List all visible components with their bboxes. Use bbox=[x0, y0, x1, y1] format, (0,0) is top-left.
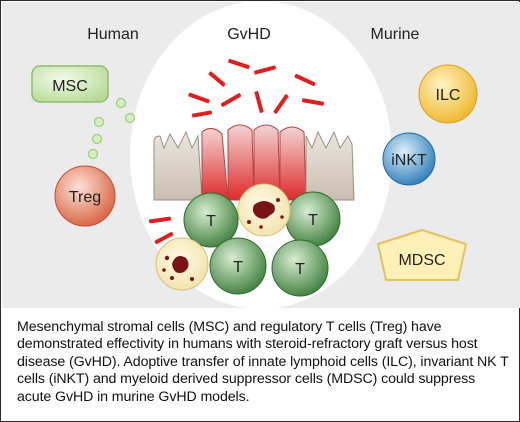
t-cell-label-1: T bbox=[206, 213, 216, 230]
myeloid-cell-center bbox=[237, 183, 291, 237]
inkt-cell: iNKT bbox=[382, 132, 436, 186]
intestinal-epithelium bbox=[153, 124, 355, 201]
msc-cell: MSC bbox=[31, 65, 109, 103]
header-gvhd: GvHD bbox=[227, 26, 271, 43]
msc-vesicles bbox=[87, 97, 136, 160]
t-cell-1: T bbox=[183, 192, 239, 248]
ilc-cell: ILC bbox=[418, 64, 478, 124]
treg-cell: Treg bbox=[54, 165, 116, 227]
mdsc-label: MDSC bbox=[398, 252, 445, 269]
header-murine: Murine bbox=[371, 26, 420, 43]
t-cell-label-2: T bbox=[308, 212, 318, 229]
mdsc-cell: MDSC bbox=[376, 228, 468, 281]
t-cell-3: T bbox=[209, 237, 267, 295]
header-human: Human bbox=[87, 26, 139, 43]
ilc-label: ILC bbox=[436, 87, 461, 104]
gvhd-cell-therapy-diagram: Human GvHD Murine MSC Treg ILC iNKT bbox=[2, 2, 520, 308]
myeloid-cell-left bbox=[155, 237, 209, 291]
inkt-label: iNKT bbox=[391, 152, 427, 169]
figure-caption: Mesenchymal stromal cells (MSC) and regu… bbox=[17, 319, 509, 405]
t-cell-label-4: T bbox=[295, 261, 305, 278]
cytokine-rods bbox=[148, 58, 325, 245]
t-cell-4: T bbox=[271, 239, 329, 297]
t-cell-2: T bbox=[285, 191, 341, 247]
t-cell-label-3: T bbox=[233, 259, 243, 276]
msc-label: MSC bbox=[52, 78, 88, 95]
treg-label: Treg bbox=[69, 189, 101, 206]
